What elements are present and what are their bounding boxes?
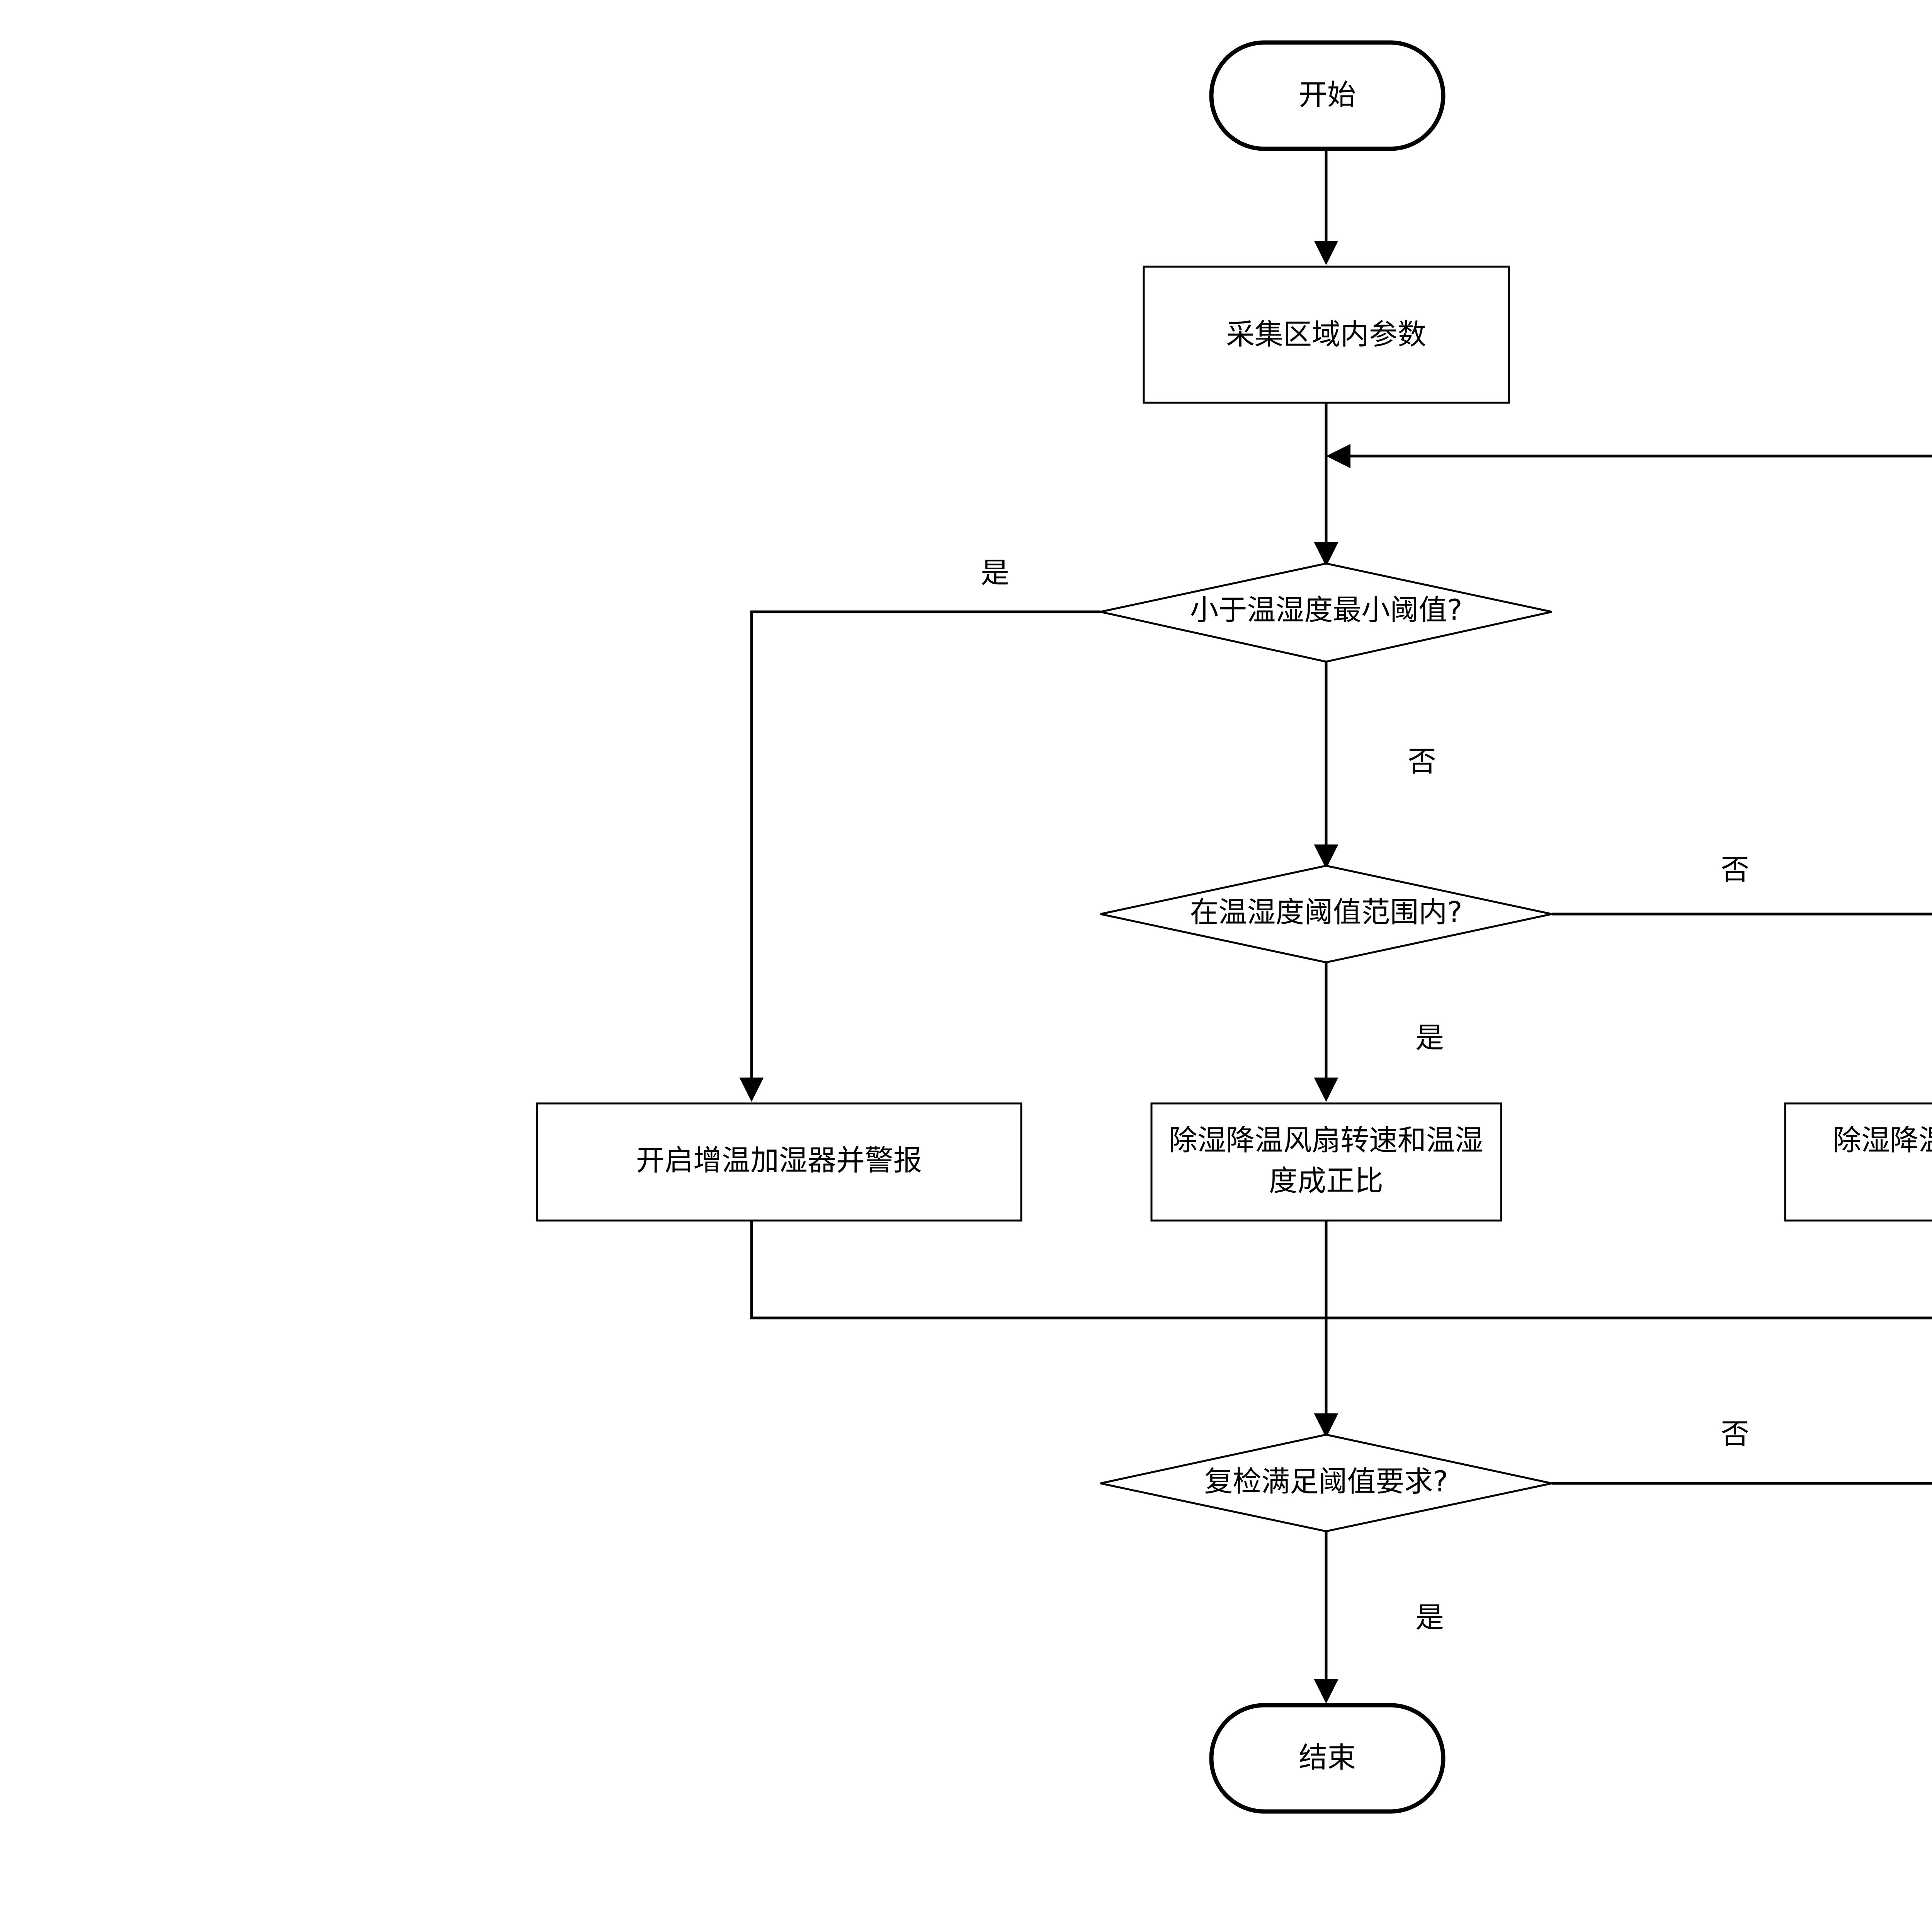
decision-in-range-shape[interactable]	[1100, 865, 1552, 964]
action-fan-proportional-label-line2: 度成正比	[1269, 1165, 1383, 1198]
decision-min-threshold-shape[interactable]	[1100, 562, 1552, 663]
node-layer: 开始 采集区域内参数 小于温湿度最小阈值? 在温湿度阈值范围内? 开启增温加湿器…	[536, 40, 1932, 1814]
action-heat-humidify-label: 开启增温加湿器并警报	[636, 1144, 922, 1177]
node-decision-in-range[interactable]: 在温湿度阈值范围内?	[1100, 865, 1552, 964]
edge-decmin-yes-to-actheat	[739, 610, 1100, 1102]
start-shape[interactable]	[1209, 40, 1446, 151]
edge-layer	[739, 149, 1932, 1704]
action-fan-fullspeed-label-line1: 除湿降温风扇全速工作并	[1833, 1124, 1932, 1157]
edge-decrange-no-to-actfull	[1552, 913, 1932, 916]
decision-in-range-label: 在温湿度阈值范围内?	[1190, 896, 1462, 929]
node-action-fan-proportional[interactable]: 除湿降温风扇转速和温湿 度成正比	[1150, 1102, 1502, 1222]
node-decision-min-threshold[interactable]: 小于温湿度最小阈值?	[1100, 562, 1552, 663]
end-label: 结束	[1299, 1741, 1356, 1774]
node-start[interactable]: 开始	[1209, 40, 1446, 151]
collect-params-label: 采集区域内参数	[1226, 318, 1426, 351]
action-fan-fullspeed-shape[interactable]	[1784, 1102, 1932, 1222]
action-fan-proportional-label-line1: 除湿降温风扇转速和温湿	[1169, 1124, 1483, 1157]
decision-recheck-shape[interactable]	[1100, 1433, 1552, 1532]
node-end[interactable]: 结束	[1209, 1703, 1446, 1814]
decision-min-threshold-label: 小于温湿度最小阈值?	[1190, 594, 1462, 627]
edge-label-decrange-yes: 是	[1415, 1021, 1444, 1055]
edge-actfull-to-merge	[1326, 1316, 1932, 1319]
edge-label-decrecheck-no: 否	[1721, 1418, 1749, 1451]
start-label: 开始	[1299, 78, 1356, 112]
node-action-fan-fullspeed[interactable]: 除湿降温风扇全速工作并 报警	[1784, 1102, 1932, 1222]
edge-label-decmin-no: 否	[1408, 745, 1436, 778]
node-action-heat-humidify[interactable]: 开启增温加湿器并警报	[536, 1102, 1022, 1222]
decision-recheck-label: 复检满足阈值要求?	[1204, 1465, 1448, 1498]
action-heat-humidify-shape[interactable]	[536, 1102, 1022, 1222]
edge-label-decrange-no: 否	[1721, 853, 1749, 887]
node-decision-recheck[interactable]: 复检满足阈值要求?	[1100, 1433, 1552, 1532]
edge-label-layer: 是 否 否 是 否 是	[981, 557, 1749, 1634]
node-collect-params[interactable]: 采集区域内参数	[1143, 266, 1510, 404]
end-shape[interactable]	[1209, 1703, 1446, 1814]
edge-label-decrecheck-yes: 是	[1415, 1601, 1444, 1634]
collect-params-shape[interactable]	[1143, 266, 1510, 404]
edge-actheat-to-merge	[750, 1221, 1326, 1319]
edge-decrecheck-no-feedback-to-collect	[1326, 444, 1932, 1485]
edge-label-decmin-yes: 是	[981, 557, 1009, 590]
action-fan-proportional-shape[interactable]	[1150, 1102, 1502, 1222]
